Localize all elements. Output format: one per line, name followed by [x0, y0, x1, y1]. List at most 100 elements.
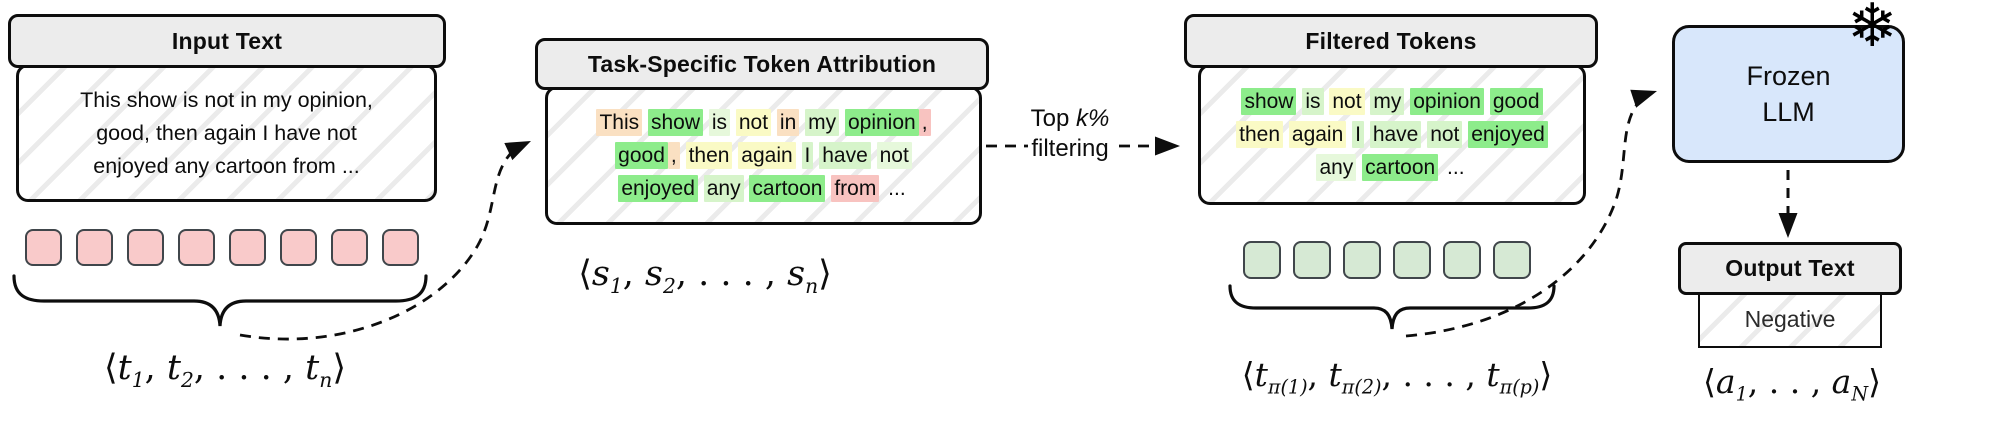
token-square — [1493, 241, 1531, 279]
math-segment: aN — [1831, 362, 1869, 406]
highlighted-word: opinion — [1410, 88, 1484, 115]
math-segment: , . . . , — [1381, 355, 1487, 394]
input-text-title: Input Text — [171, 27, 283, 54]
highlighted-word: ... — [888, 177, 906, 200]
output-sequence-math: ⟨a1, . . , aN⟩ — [1692, 362, 1892, 406]
highlighted-word: , — [918, 109, 931, 136]
token-square — [280, 229, 317, 266]
math-segment: , — [1307, 355, 1329, 394]
highlighted-word: good — [615, 142, 668, 169]
arrowhead-llm-to-output — [1778, 213, 1798, 238]
attribution-title: Task-Specific Token Attribution — [587, 50, 937, 77]
highlighted-word: from — [831, 175, 880, 202]
frozen-llm-line1: Frozen — [1746, 61, 1831, 91]
highlighted-word: show — [1241, 88, 1297, 115]
attribution-sequence-math: ⟨s1, s2, . . . , sn⟩ — [545, 254, 865, 298]
math-segment: ⟩ — [1868, 362, 1881, 401]
highlighted-word: again — [1288, 121, 1347, 148]
highlighted-word: have — [819, 142, 871, 169]
input-line-2: good, then again I have not — [96, 120, 357, 145]
filtered-tokens-title: Filtered Tokens — [1305, 27, 1477, 54]
highlighted-word: is — [1302, 88, 1324, 115]
math-segment: ⟨ — [1241, 355, 1255, 394]
highlighted-word: This — [596, 109, 643, 136]
math-segment: tn — [305, 348, 333, 392]
math-segment: t1 — [117, 348, 145, 392]
highlighted-word: not — [1427, 121, 1463, 148]
token-square — [1343, 241, 1381, 279]
highlighted-word: cartoon — [1362, 154, 1439, 181]
highlighted-word: not — [1329, 88, 1365, 115]
highlighted-word: is — [708, 109, 731, 136]
math-segment: tπ(1) — [1254, 355, 1308, 399]
token-square — [331, 229, 368, 266]
attribution-header: Task-Specific Token Attribution — [535, 38, 989, 90]
math-segment: ⟩ — [1539, 355, 1553, 394]
highlighted-word: any — [703, 175, 744, 202]
highlighted-word: not — [735, 109, 772, 136]
filtered-token-row — [1243, 241, 1531, 279]
math-segment: , — [622, 254, 645, 294]
highlighted-word: again — [738, 142, 796, 169]
highlighted-word: show — [647, 109, 704, 136]
highlighted-word: I — [1352, 121, 1364, 148]
highlighted-word: enjoyed — [618, 175, 698, 202]
highlighted-line: then again I have not enjoyed — [1236, 118, 1548, 151]
highlighted-word: any — [1316, 154, 1357, 181]
input-token-row — [25, 229, 419, 266]
math-segment: , — [144, 348, 167, 388]
snowflake-icon: ❄ — [1847, 0, 1898, 61]
highlighted-word: , — [667, 142, 680, 169]
input-underbrace — [12, 274, 428, 327]
input-text-body: This show is not in my opinion, good, th… — [16, 64, 437, 202]
math-segment: a1 — [1715, 362, 1748, 406]
topk-label-line2: filtering — [995, 134, 1145, 164]
frozen-llm-box: Frozen LLM — [1672, 25, 1905, 163]
math-segment: t2 — [166, 348, 194, 392]
highlighted-word: opinion — [844, 109, 919, 136]
math-segment: , . . , — [1747, 362, 1832, 401]
highlighted-line: enjoyed any cartoon from ... — [618, 172, 908, 205]
arrowhead-input-to-attribution — [504, 141, 531, 161]
highlighted-word: in — [776, 109, 800, 136]
input-sequence-math: ⟨t1, t2, . . . , tn⟩ — [60, 348, 390, 392]
highlighted-line: any cartoon ... — [1316, 151, 1467, 184]
highlighted-line: show is not my opinion good — [1241, 85, 1543, 118]
output-value-box: Negative — [1698, 291, 1882, 348]
highlighted-word: ... — [1447, 156, 1465, 179]
token-square — [76, 229, 113, 266]
input-line-3: enjoyed any cartoon from ... — [93, 153, 360, 178]
token-square — [25, 229, 62, 266]
filtered-sequence-math: ⟨tπ(1), tπ(2), . . . , tπ(p)⟩ — [1232, 355, 1562, 399]
arrowhead-topk-filtering — [1155, 136, 1180, 156]
highlighted-word: then — [1236, 121, 1284, 148]
math-segment: tπ(p) — [1486, 355, 1540, 399]
highlighted-word: not — [876, 142, 912, 169]
token-square — [127, 229, 164, 266]
math-segment: ⟨ — [578, 254, 592, 294]
output-text-title: Output Text — [1725, 255, 1855, 281]
math-segment: , . . . , — [193, 348, 306, 388]
topk-label-line1: Top k% — [995, 104, 1145, 134]
input-text-header: Input Text — [8, 14, 446, 68]
filtered-underbrace — [1228, 284, 1556, 330]
token-square — [178, 229, 215, 266]
topk-label-filtering: filtering — [1028, 135, 1112, 162]
input-line-1: This show is not in my opinion, — [80, 87, 373, 112]
highlighted-word: my — [1370, 88, 1405, 115]
math-segment: sn — [787, 254, 819, 298]
highlighted-word: good — [1489, 88, 1543, 115]
highlighted-line: This show is not in my opinion, — [596, 106, 931, 139]
math-segment: ⟩ — [332, 348, 346, 388]
token-square — [1443, 241, 1481, 279]
topk-label-pre: Top — [1030, 105, 1077, 132]
highlighted-word: enjoyed — [1468, 121, 1548, 148]
highlighted-word: then — [685, 142, 733, 169]
math-segment: s1 — [591, 254, 623, 298]
math-segment: ⟨ — [104, 348, 118, 388]
token-square — [229, 229, 266, 266]
highlighted-word: cartoon — [749, 175, 826, 202]
output-text-header: Output Text — [1678, 242, 1902, 295]
topk-label-var: k% — [1076, 105, 1110, 132]
